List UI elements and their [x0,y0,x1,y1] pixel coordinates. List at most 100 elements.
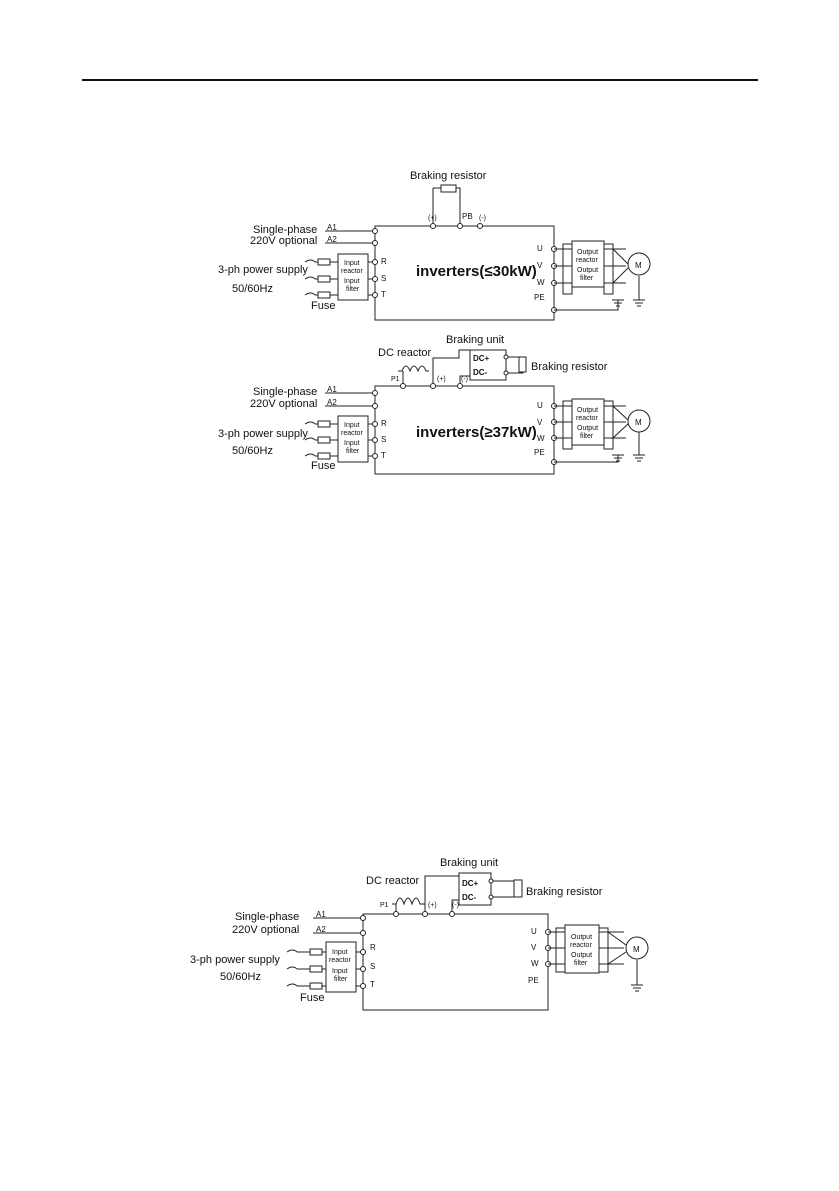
fuse-s [317,275,331,283]
fuse-t [317,452,331,460]
terminal-minus [457,383,463,389]
fuse-label: Fuse [311,460,335,472]
output-shield-left [562,400,573,450]
inverter-box [374,225,555,321]
dcp-label: DC+ [473,354,490,363]
bu-term2 [503,370,509,376]
terminal-pb [457,223,463,229]
wiring-diagram-third: Braking unit DC reactor DC+ DC- Braking … [190,857,649,1011]
output-wires [554,405,645,463]
wiring-diagram-small: Braking resistor (+) PB (-) inverters(≤3… [218,170,651,321]
single-phase-wires [313,917,363,934]
terminal-r [360,949,366,955]
supply-label: 3-ph power supply [190,954,280,966]
freq-label: 50/60Hz [232,283,273,295]
fuse-wires [297,951,326,987]
single-phase-label: Single-phase [253,386,317,398]
motor-symbol [625,936,649,960]
dc-reactor-label: DC reactor [366,875,420,887]
terminal-minus [477,223,483,229]
pe-label: PE [534,293,545,302]
single-phase-label: Single-phase [253,224,317,236]
output-reactor-filter-box [571,240,605,288]
inverter-label: inverters(≥37kW) [416,424,537,441]
v-label: V [537,261,543,270]
a1-label: A1 [327,223,337,232]
terminal-a1 [372,390,378,396]
v-label: V [537,418,543,427]
w-label: W [531,959,539,968]
output-shield-right [603,243,614,295]
a2-label: A2 [327,398,337,407]
a2-label: A2 [316,925,326,934]
single-phase-wires [325,230,375,244]
terminal-p1 [393,911,399,917]
terminal-plus [422,911,428,917]
supply-label: 3-ph power supply [218,264,308,276]
input-reactor-filter-box [325,941,357,993]
braking-unit-box [469,349,507,381]
t-label: T [381,290,386,299]
optional-220v-label: 220V optional [250,235,317,247]
dc-reactor-wires [392,875,459,914]
braking-resistor-wire [432,187,461,226]
braking-resistor-label: Braking resistor [410,170,487,182]
motor-symbol [627,252,651,276]
terminal-a2 [372,240,378,246]
input-line1: Input [344,422,360,429]
braking-resistor-symbol [440,184,457,193]
single-phase-label: Single-phase [235,911,299,923]
terminal-a1 [372,228,378,234]
w-label: W [537,278,545,287]
terminal-p1 [400,383,406,389]
input-line2: reactor [341,430,363,437]
pb-label: PB [462,212,473,221]
input-line4: filter [334,976,348,983]
fuse-wires [315,261,338,296]
fuse-r [317,258,331,266]
header-rule [82,79,758,81]
freq-label: 50/60Hz [232,445,273,457]
r-label: R [370,943,376,952]
output-line1: Output [571,934,592,941]
output-line4: filter [580,433,594,440]
dc-minus-label: (-) [479,215,486,222]
input-line3: Input [344,278,360,285]
input-line4: filter [346,448,360,455]
output-line2: reactor [576,415,598,422]
dc-plus-label: (+) [437,376,446,383]
supply-switches [304,421,316,457]
terminal-a1 [360,915,366,921]
braking-unit-label: Braking unit [446,334,504,346]
supply-label: 3-ph power supply [218,428,308,440]
inverter-label: inverters(≤30kW) [416,263,537,280]
r-label: R [381,257,387,266]
input-line2: reactor [341,268,363,275]
inverter-box [362,913,549,1011]
a1-label: A1 [316,910,326,919]
supply-switches [286,949,298,987]
s-label: S [381,274,386,283]
u-label: U [537,244,543,253]
output-line2: reactor [570,942,592,949]
input-line3: Input [344,440,360,447]
terminal-r [372,421,378,427]
terminal-t [360,983,366,989]
terminal-t [372,292,378,298]
fuse-label: Fuse [311,300,335,312]
fuse-s [309,965,323,973]
r-label: R [381,419,387,428]
output-line2: reactor [576,257,598,264]
braking-resistor-symbol [513,879,523,898]
output-wires [554,248,645,311]
dc-plus-label: (+) [428,215,437,222]
braking-resistor-label: Braking resistor [531,361,608,373]
braking-unit-label: Braking unit [440,857,498,869]
t-label: T [370,980,375,989]
dcp-label: DC+ [462,879,479,888]
input-line1: Input [332,949,348,956]
freq-label: 50/60Hz [220,971,261,983]
pe-label: PE [534,448,545,457]
output-line4: filter [574,960,588,967]
